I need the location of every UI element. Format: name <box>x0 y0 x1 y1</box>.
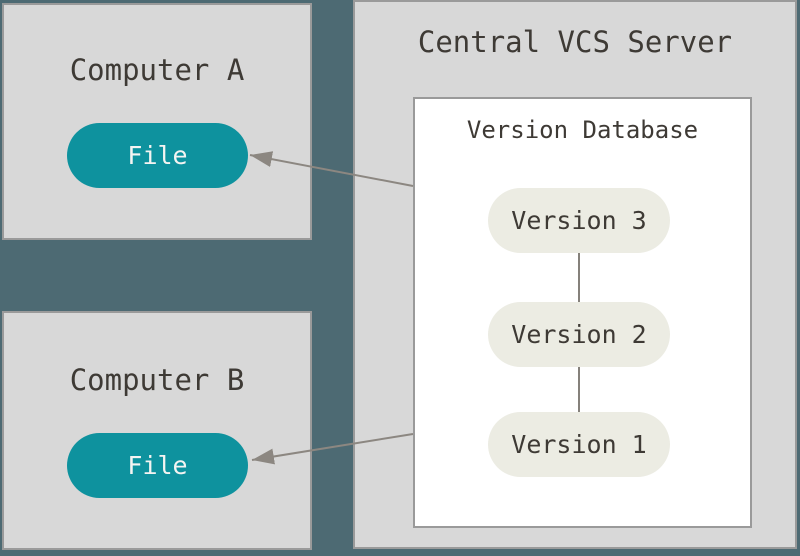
computer-a-file-node: File <box>67 123 248 188</box>
computer-a-title: Computer A <box>69 53 245 87</box>
computer-b-file-node: File <box>67 433 248 498</box>
version-3-node: Version 3 <box>488 188 670 253</box>
version-2-node: Version 2 <box>488 302 670 367</box>
version-1-node: Version 1 <box>488 412 670 477</box>
central-vcs-server-title: Central VCS Server <box>417 25 733 59</box>
computer-b-title: Computer B <box>69 363 245 397</box>
central-vcs-server-box: Central VCS Server Version Database Vers… <box>353 0 797 549</box>
version-database-title: Version Database <box>466 116 699 144</box>
computer-b-box: Computer B File <box>2 311 312 550</box>
version-database-box: Version Database Version 3 Version 2 Ver… <box>413 97 752 528</box>
computer-a-box: Computer A File <box>2 3 312 240</box>
version-link-3-2 <box>578 249 580 307</box>
version-link-2-1 <box>578 363 580 417</box>
